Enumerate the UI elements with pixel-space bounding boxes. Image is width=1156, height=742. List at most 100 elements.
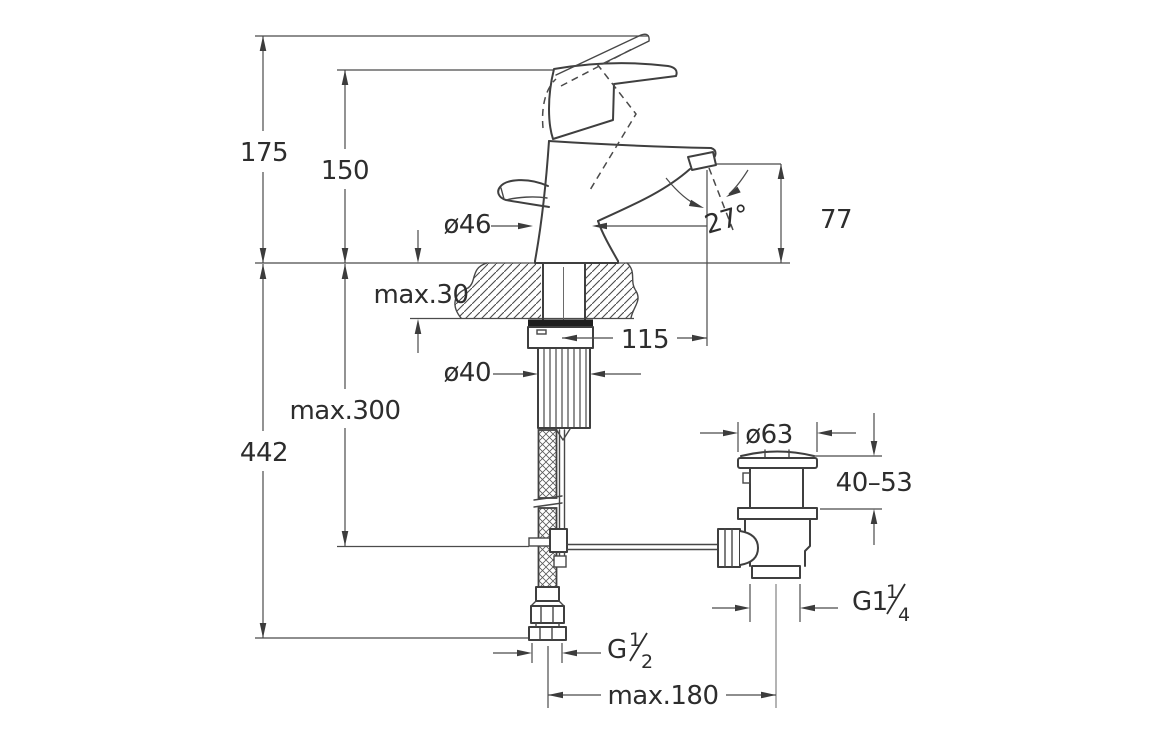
spout-top-edge: [548, 140, 717, 160]
arrow-left: [548, 691, 563, 699]
pop-up-horizontal-rod: [566, 543, 719, 551]
dim-d46-label: ø46: [444, 210, 492, 240]
arrow-arc-right: [726, 186, 741, 197]
arrow-down: [870, 441, 878, 456]
shank-outlet-notch: [555, 428, 571, 441]
pop-up-knob-inner: [505, 196, 548, 201]
waste-upper-body: [749, 467, 804, 509]
arrow-left: [800, 604, 815, 612]
angle-arc-right: [728, 169, 749, 195]
arrow-right: [523, 370, 538, 378]
deck-hatch-right: [585, 263, 639, 318]
dim-27deg-label: 27°: [701, 199, 752, 240]
dim-g12-base: G: [607, 635, 627, 665]
deck-cross-section: [454, 262, 639, 320]
dimension-below-deck-clearance: max.300: [289, 264, 401, 546]
dimension-supply-thread: G 1 2: [493, 629, 653, 673]
pop-up-drain: [566, 449, 818, 708]
hose-hex-nut-upper: [530, 605, 565, 624]
dim-d63-label: ø63: [745, 420, 793, 450]
arrow-up: [341, 264, 349, 279]
fraction-slash: [629, 632, 648, 662]
arrow-right: [761, 691, 776, 699]
dim-4053-label: 40–53: [836, 468, 913, 498]
arrow-up: [777, 164, 785, 179]
dimension-shank-diameter: ø40: [444, 358, 641, 388]
base-gasket: [528, 319, 593, 326]
spout-underside: [597, 168, 691, 222]
dimension-spout-reach: 115: [562, 325, 707, 355]
waste-body-tab: [742, 472, 751, 484]
arrow-left: [562, 334, 577, 342]
hose-break-lines: [533, 495, 563, 508]
arrow-up: [341, 70, 349, 85]
arrow-up: [870, 509, 878, 524]
arrow-arc-left: [688, 199, 704, 208]
arrow-left: [592, 222, 607, 230]
rod-clamp-pin: [528, 537, 551, 547]
arrow-down: [414, 248, 422, 263]
hex-facets-upper: [540, 606, 554, 623]
dimension-total-depth: 442: [240, 264, 289, 638]
dim-150-label: 150: [321, 156, 369, 186]
dim-g114-numerator: 1: [886, 581, 898, 603]
dimension-total-height: 175: [240, 36, 289, 263]
waste-plug-dome: [740, 450, 815, 457]
reference-lines: [255, 35, 790, 639]
dimension-spout-height: 77: [777, 164, 853, 263]
hex-facets-lower: [539, 627, 553, 640]
deck-break-edge-right: [626, 262, 639, 319]
shank-and-hose: [527, 319, 594, 641]
arrow-right: [692, 334, 707, 342]
dimension-clamping-range: 40–53: [812, 413, 913, 545]
arrow-down: [341, 248, 349, 263]
threaded-shank: [537, 347, 591, 429]
pop-up-knob: [497, 179, 550, 208]
handle-lever: [548, 62, 678, 140]
waste-bottom-collar: [751, 565, 801, 579]
hose-collar: [535, 586, 560, 602]
arrow-left: [590, 370, 605, 378]
dim-max30-label: max.30: [374, 280, 469, 310]
arrow-right: [517, 649, 532, 657]
dimension-waste-flange-diameter: ø63: [700, 420, 856, 452]
faucet-body: [497, 33, 717, 264]
ball-joint-facets: [724, 528, 733, 568]
arrow-left: [562, 649, 577, 657]
arrow-down: [341, 531, 349, 546]
arrow-up: [259, 264, 267, 279]
waste-top-flange: [737, 457, 818, 469]
aerator: [687, 151, 717, 171]
shank-ribs: [543, 349, 587, 427]
dimension-handle-height: 150: [321, 70, 370, 263]
flex-hose-upper: [537, 429, 558, 499]
dimension-body-diameter: ø46: [444, 210, 707, 240]
arrow-up: [414, 319, 422, 334]
dim-175-label: 175: [240, 138, 288, 168]
dim-442-label: 442: [240, 438, 288, 468]
dimension-drain-offset: max.180: [547, 646, 776, 711]
waste-lower-flange: [737, 507, 818, 520]
arrow-right: [518, 222, 533, 230]
handle-raised-outline: [555, 33, 650, 76]
mounting-nut-notch: [536, 329, 547, 335]
rod-clamp: [549, 528, 568, 553]
ball-joint-nut: [717, 528, 741, 568]
handle-hub-inner-dashed: [589, 63, 637, 191]
fraction-slash: [886, 583, 906, 615]
hose-hex-nut-lower: [528, 626, 567, 641]
dim-max300-label: max.300: [289, 396, 400, 426]
dim-g114-base: G1: [852, 587, 888, 617]
body-base: [534, 260, 619, 264]
deck-break-edge-left: [454, 262, 488, 319]
dim-77-label: 77: [820, 205, 852, 235]
arrow-down: [259, 248, 267, 263]
pop-up-knob-endcap: [500, 187, 505, 200]
arrow-right: [723, 429, 738, 437]
dim-g12-numerator: 1: [629, 629, 641, 651]
dimension-deck-thickness: max.30: [374, 230, 469, 353]
dim-g114-denominator: 4: [898, 604, 910, 626]
handle-raised-dashed-edge: [560, 47, 635, 87]
dimension-waste-thread: G1 1 4: [712, 581, 910, 626]
